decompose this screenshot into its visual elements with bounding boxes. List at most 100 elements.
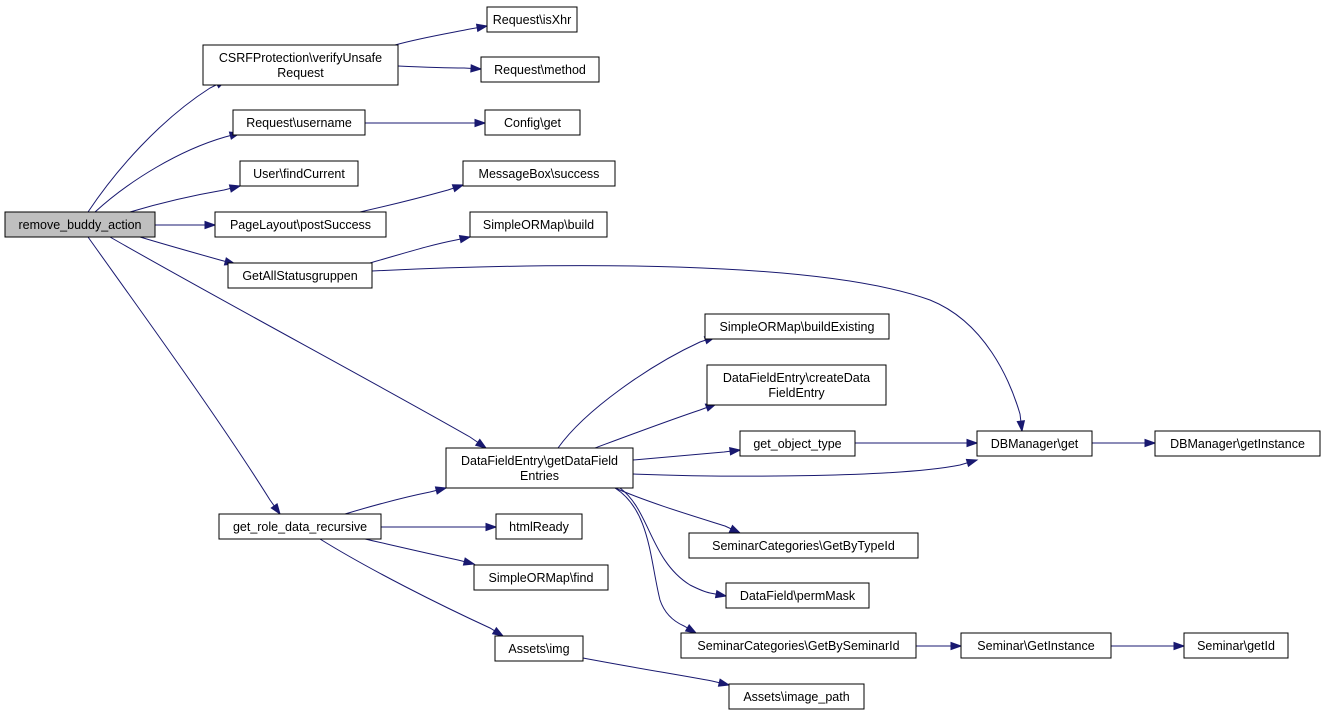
node-box[interactable] [680,632,917,659]
node-label: Request\username [246,116,352,130]
node-box[interactable] [495,513,583,540]
node-label: Request\method [494,63,586,77]
node-configget[interactable]: Config\get [484,109,581,136]
node-box[interactable] [445,447,634,489]
node-seminarinstance[interactable]: Seminar\GetInstance [960,632,1112,659]
edge-getallstatus-to-dbget-arrowhead [1016,420,1026,433]
node-label: User\findCurrent [253,167,345,181]
edge-getdatafieldentries-to-createdatafield [594,403,717,449]
node-box[interactable] [494,635,584,662]
edge-getdatafieldentries-to-semcatbyseminar-arrowhead [684,623,698,634]
node-sormbuildexisting[interactable]: SimpleORMap\buildExisting [704,313,890,340]
edge-getallstatus-to-sormbuild [369,236,471,264]
node-label: DataFieldEntry\getDataField [461,454,618,468]
node-postsuccess[interactable]: PageLayout\postSuccess [214,211,387,238]
node-label: FieldEntry [768,386,825,400]
edge-getdatafieldentries-to-getobjecttype-arrowhead [729,447,742,456]
node-getobjecttype[interactable]: get_object_type [739,430,856,457]
edge-getroledata-to-sormfind-arrowhead [462,557,476,566]
node-dbget[interactable]: DBManager\get [976,430,1093,457]
node-box[interactable] [232,109,366,136]
node-semcatbyseminar[interactable]: SeminarCategories\GetBySeminarId [680,632,917,659]
node-assetsimg[interactable]: Assets\img [494,635,584,662]
edge-getroledata-to-getdatafieldentries [344,487,447,515]
edge-remove_buddy_action-to-findcurrent [129,185,241,213]
node-remove_buddy_action[interactable]: remove_buddy_action [4,211,156,238]
node-box[interactable] [976,430,1093,457]
edge-remove_buddy_action-to-postsuccess-arrowhead [204,220,217,230]
node-box[interactable] [1183,632,1289,659]
edge-getdatafieldentries-to-dbget-arrowhead [965,458,979,468]
edge-postsuccess-to-msgsuccess [359,184,464,213]
node-box[interactable] [239,160,359,187]
node-box[interactable] [1154,430,1321,457]
node-dbgetinstance[interactable]: DBManager\getInstance [1154,430,1321,457]
node-box[interactable] [739,430,856,457]
node-label: SeminarCategories\GetByTypeId [712,539,895,553]
node-box[interactable] [4,211,156,238]
node-box[interactable] [214,211,387,238]
node-getallstatus[interactable]: GetAllStatusgruppen [227,262,373,289]
node-msgsuccess[interactable]: MessageBox\success [462,160,616,187]
edge-getdatafieldentries-to-permmask [619,487,727,597]
edge-getdatafieldentries-to-sormbuildexisting [557,336,716,449]
node-permmask[interactable]: DataField\permMask [725,582,870,609]
edge-getroledata-to-assetsimg-arrowhead [491,626,505,637]
edge-postsuccess-to-msgsuccess-arrowhead [451,184,465,193]
node-semcatbytype[interactable]: SeminarCategories\GetByTypeId [688,532,919,559]
node-label: Config\get [504,116,562,130]
edge-getdatafieldentries-to-dbget [632,459,978,477]
node-label: SimpleORMap\build [483,218,594,232]
node-box[interactable] [480,56,600,83]
node-label: DataFieldEntry\createData [723,371,870,385]
node-box[interactable] [227,262,373,289]
node-isxhr[interactable]: Request\isXhr [486,6,578,33]
node-username[interactable]: Request\username [232,109,366,136]
edge-getdatafieldentries-to-semcatbyseminar [614,487,697,634]
node-method[interactable]: Request\method [480,56,600,83]
edge-dbget-to-dbgetinstance-arrowhead [1144,438,1157,448]
node-sormbuild[interactable]: SimpleORMap\build [469,211,608,238]
node-htmlready[interactable]: htmlReady [495,513,583,540]
node-box[interactable] [462,160,616,187]
node-box[interactable] [202,44,399,86]
node-box[interactable] [469,211,608,238]
node-box[interactable] [486,6,578,33]
edge-layer [87,23,1186,687]
edge-remove_buddy_action-to-findcurrent-arrowhead [228,184,242,193]
node-box[interactable] [484,109,581,136]
node-seminargetid[interactable]: Seminar\getId [1183,632,1289,659]
node-layer: remove_buddy_action CSRFProtection\verify… [4,6,1321,710]
edge-getroledata-to-assetsimg [319,538,504,637]
node-box[interactable] [725,582,870,609]
node-label: DBManager\get [991,437,1079,451]
node-getroledata[interactable]: get_role_data_recursive [218,513,382,540]
edge-getdatafieldentries-to-permmask-arrowhead [714,589,728,599]
node-label: Request [277,66,324,80]
node-imagepath[interactable]: Assets\image_path [728,683,865,710]
node-label: SimpleORMap\find [489,571,594,585]
node-box[interactable] [473,564,609,591]
node-box[interactable] [218,513,382,540]
node-box[interactable] [688,532,919,559]
node-box[interactable] [706,364,887,406]
edge-csrf-to-isxhr-arrowhead [475,23,489,33]
edge-remove_buddy_action-to-getdatafieldentries-arrowhead [474,438,488,449]
node-label: Seminar\GetInstance [977,639,1094,653]
edge-getdatafieldentries-to-semcatbytype-arrowhead [728,524,742,534]
node-label: Assets\image_path [743,690,849,704]
node-box[interactable] [960,632,1112,659]
node-box[interactable] [728,683,865,710]
edge-semcatbyseminar-to-seminarinstance-arrowhead [950,641,963,651]
node-label: Request\isXhr [493,13,572,27]
node-sormfind[interactable]: SimpleORMap\find [473,564,609,591]
node-box[interactable] [704,313,890,340]
node-label: htmlReady [509,520,569,534]
edge-username-to-configget-arrowhead [474,118,487,128]
edge-getallstatus-to-sormbuild-arrowhead [458,234,472,244]
node-findcurrent[interactable]: User\findCurrent [239,160,359,187]
